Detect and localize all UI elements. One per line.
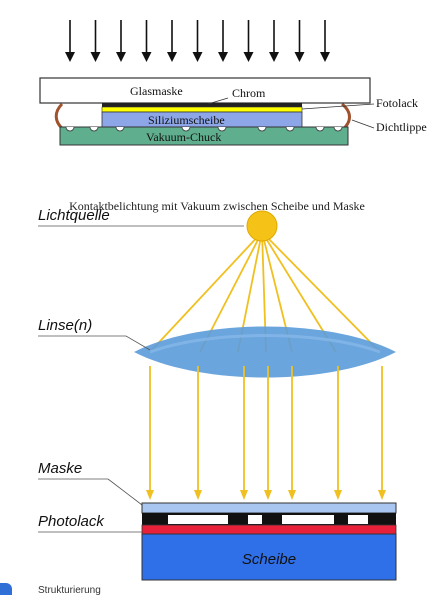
silicon-wafer-label: Siliziumscheibe [148,113,225,127]
mask-leader-diag [107,478,147,509]
chrome-label: Chrom [232,86,266,100]
glass-mask [39,77,371,104]
bottom-photoresist [141,524,397,535]
vacuum-hole [65,126,75,132]
exposure-arrow [141,20,152,62]
top-caption: Kontaktbelichtung mit Vakuum zwischen Sc… [69,199,365,213]
mask-label: Maske [38,460,82,477]
exposure-arrow [192,20,203,62]
exposure-arrow [218,20,228,62]
photoresist-leader [301,103,375,110]
light-ray-arrow [194,366,202,500]
chrome-layer [102,103,302,107]
light-ray-arrow [240,366,248,500]
exposure-arrow [65,20,75,62]
mask-opening [348,515,368,524]
vacuum-chuck [59,126,349,146]
vacuum-hole [315,126,325,132]
mask-opening [248,515,262,524]
vacuum-hole [285,126,295,132]
seal-lip-leader [351,119,375,129]
vacuum-holes [65,126,343,132]
exposure-arrow [116,20,126,62]
vacuum-hole [333,126,343,132]
light-ray-arrow [378,366,386,500]
seal-lip-left [54,102,65,132]
page-icon [0,583,12,595]
light-source-label: Lichtquelle [38,207,110,224]
vacuum-chuck-label: Vakuum-Chuck [146,130,221,144]
exposure-arrow [90,20,101,62]
light-ray-arrow [146,366,154,500]
mask-opening [168,515,228,524]
light-ray [149,231,263,353]
exposure-arrows [65,20,330,62]
photoresist-bottom-label: Photolack [38,513,105,530]
seal-lip-right [341,102,351,132]
exposure-arrow [243,20,254,62]
footer-label: Strukturierung [38,585,101,596]
exposure-arrow [269,20,279,62]
exposure-arrow [294,20,305,62]
mask-openings [168,515,368,524]
light-ray [261,231,381,353]
wafer-label: Scheibe [242,551,296,568]
light-ray-arrow [288,366,296,500]
vacuum-hole [257,126,267,132]
vacuum-hole [181,126,191,132]
vacuum-hole [115,126,125,132]
seal-lip-label: Dichtlippe [376,120,427,134]
photoresist-label: Fotolack [376,96,418,110]
light-ray-arrow [264,366,272,500]
photoresist-layer [101,106,303,113]
lens-label: Linse(n) [38,317,92,334]
light-rays-lower [146,366,386,500]
light-source-icon [246,210,278,242]
lens-highlight [149,334,381,354]
vacuum-hole [89,126,99,132]
light-ray-arrow [334,366,342,500]
glass-mask-label: Glasmaske [130,84,183,98]
lens-leader-diag [125,335,151,351]
wafer [141,533,397,581]
exposure-arrow [167,20,177,62]
exposure-arrow [320,20,330,62]
mask-glass [141,502,397,514]
vacuum-hole [217,126,227,132]
mask-opening [282,515,334,524]
chrome-leader [207,97,229,105]
